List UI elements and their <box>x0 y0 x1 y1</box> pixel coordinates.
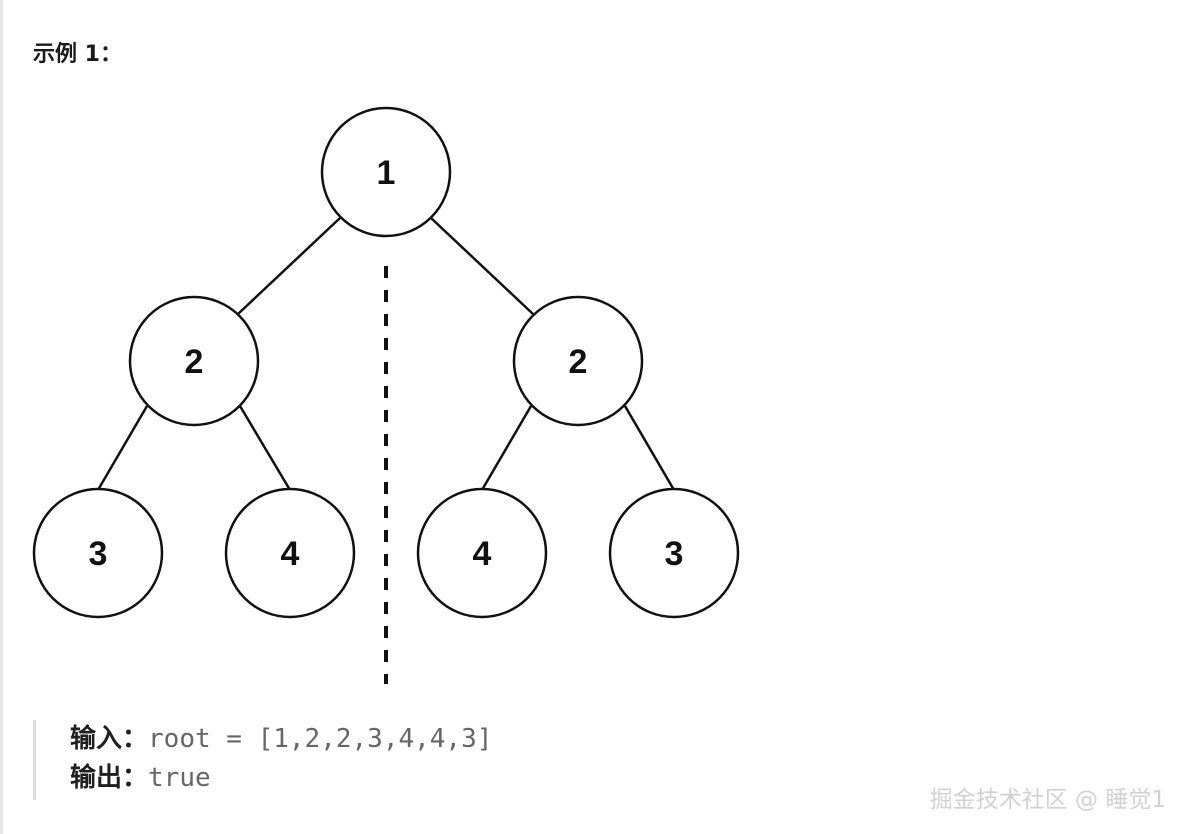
tree-node-left-right: 4 <box>224 487 356 619</box>
tree-node-left-right-label: 4 <box>281 535 300 573</box>
output-label: 输出： <box>70 763 149 793</box>
input-value: root = [1,2,2,3,4,4,3] <box>148 724 493 754</box>
example-heading: 示例 1： <box>33 42 122 67</box>
edge-root-right <box>430 217 534 315</box>
tree-node-right-right: 3 <box>608 487 740 619</box>
tree-node-left-label: 2 <box>185 343 204 381</box>
edge-right-rightleft <box>480 405 533 491</box>
output-value: true <box>148 763 211 793</box>
edge-left-leftright <box>238 405 292 491</box>
input-label: 输入： <box>70 724 149 754</box>
edge-root-left <box>237 217 341 315</box>
edge-left-leftleft <box>96 405 149 491</box>
tree-node-left-left: 3 <box>32 487 164 619</box>
tree-node-right: 2 <box>512 295 644 427</box>
tree-node-root-label: 1 <box>377 154 396 192</box>
tree-node-right-left-label: 4 <box>473 535 492 573</box>
left-border <box>0 0 3 834</box>
tree-node-root: 1 <box>320 106 452 238</box>
output-line: 输出：true <box>70 759 492 798</box>
tree-node-left: 2 <box>128 295 260 427</box>
edge-right-rightright <box>623 405 676 491</box>
tree-node-left-left-label: 3 <box>89 535 108 573</box>
tree-node-right-label: 2 <box>569 343 588 381</box>
tree-node-right-right-label: 3 <box>665 535 684 573</box>
tree-node-right-left: 4 <box>416 487 548 619</box>
watermark: 掘金技术社区 @ 睡觉1 <box>929 787 1166 813</box>
example-io-block: 输入：root = [1,2,2,3,4,4,3] 输出：true <box>33 720 492 800</box>
input-line: 输入：root = [1,2,2,3,4,4,3] <box>70 720 492 759</box>
